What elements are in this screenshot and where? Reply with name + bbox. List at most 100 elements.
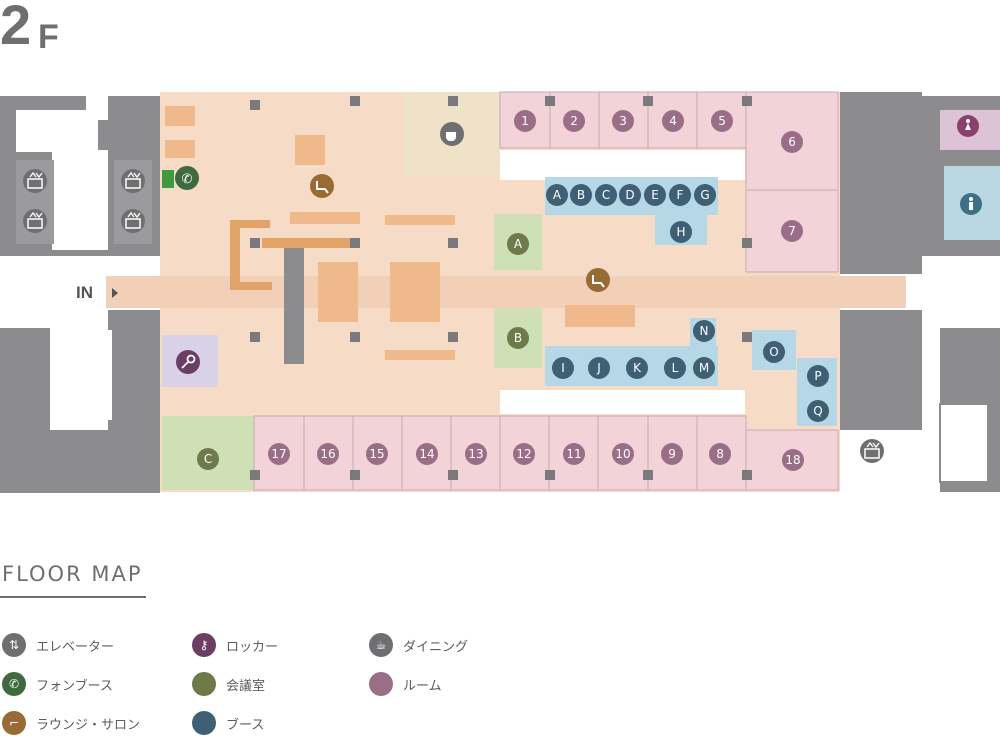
room-marker-9-label: 9 xyxy=(668,447,676,461)
booth-marker-E[interactable]: E xyxy=(644,184,666,206)
booth-marker-L[interactable]: L xyxy=(664,357,686,379)
pillars xyxy=(250,96,752,480)
legend-room: ルーム xyxy=(369,671,442,697)
booth-marker-A[interactable]: A xyxy=(546,184,568,206)
female-restroom-icon[interactable] xyxy=(957,115,979,137)
legend-booth: ブース xyxy=(192,710,264,736)
room-marker-9[interactable]: 9 xyxy=(661,443,683,465)
coffee-cup-icon xyxy=(440,122,464,146)
room-marker-5[interactable]: 5 xyxy=(711,110,733,132)
booth-marker-A-label: A xyxy=(553,188,562,202)
phone-booth xyxy=(162,170,174,188)
booth-marker-B[interactable]: B xyxy=(570,184,592,206)
corridor-bottom xyxy=(500,390,745,414)
booth-marker-Q[interactable]: Q xyxy=(807,400,829,422)
meeting-marker-B[interactable]: B xyxy=(507,327,529,349)
corridor-top xyxy=(500,150,745,180)
legend-dining-label: ダイニング xyxy=(403,639,469,655)
booth-marker-C[interactable]: C xyxy=(595,184,617,206)
booth-marker-F[interactable]: F xyxy=(669,184,691,206)
booth-marker-H[interactable]: H xyxy=(670,221,692,243)
svg-text:✆: ✆ xyxy=(182,172,193,187)
room-marker-4-label: 4 xyxy=(669,114,677,128)
elevator-icon xyxy=(860,439,884,463)
room-marker-18[interactable]: 18 xyxy=(782,449,804,471)
room-marker-14[interactable]: 14 xyxy=(416,443,438,465)
booth-marker-G[interactable]: G xyxy=(694,184,716,206)
legend-elevator: ⇅ エレベーター xyxy=(2,632,114,658)
lounge-chair-icon xyxy=(310,174,334,198)
booth-marker-M-label: M xyxy=(699,361,709,375)
room-marker-11[interactable]: 11 xyxy=(563,443,585,465)
entrance-arrow-icon xyxy=(112,288,118,298)
room-marker-2-label: 2 xyxy=(570,114,578,128)
booth-marker-O[interactable]: O xyxy=(763,341,785,363)
room-icon xyxy=(369,672,393,696)
room-marker-7[interactable]: 7 xyxy=(781,220,803,242)
booth-marker-I-label: I xyxy=(561,361,565,375)
furniture xyxy=(165,106,635,360)
central-core xyxy=(284,244,304,364)
key-icon: ⚷ xyxy=(192,633,216,657)
booth-marker-M[interactable]: M xyxy=(693,357,715,379)
meeting-marker-A-label: A xyxy=(514,237,523,251)
booth-marker-P[interactable]: P xyxy=(807,365,829,387)
booth-marker-D[interactable]: D xyxy=(619,184,641,206)
elevator-icon xyxy=(23,209,47,233)
room-marker-12[interactable]: 12 xyxy=(513,443,535,465)
legend-room-label: ルーム xyxy=(403,678,442,694)
room-marker-13[interactable]: 13 xyxy=(465,443,487,465)
booth-marker-G-label: G xyxy=(700,188,709,202)
phone-icon[interactable]: ✆ xyxy=(175,166,199,190)
booth-marker-N[interactable]: N xyxy=(693,320,715,342)
room-7[interactable] xyxy=(745,189,839,273)
legend-booth-label: ブース xyxy=(226,717,265,733)
booth-marker-F-label: F xyxy=(677,188,684,202)
floor-title: 2 F xyxy=(0,0,140,60)
legend-phone: ✆ フォンブース xyxy=(2,671,113,697)
room-marker-15-label: 15 xyxy=(369,447,384,461)
legend-elevator-label: エレベーター xyxy=(36,639,115,655)
legend-locker-label: ロッカー xyxy=(226,639,279,655)
room-marker-1[interactable]: 1 xyxy=(514,110,536,132)
room-marker-17[interactable]: 17 xyxy=(268,443,290,465)
meeting-room-markers: A B C xyxy=(197,233,529,470)
booth-marker-Q-label: Q xyxy=(813,404,822,418)
lounge-chair-icon xyxy=(586,268,610,292)
elevator-icon xyxy=(121,209,145,233)
room-marker-2[interactable]: 2 xyxy=(563,110,585,132)
room-marker-12-label: 12 xyxy=(516,447,531,461)
booth-marker-I[interactable]: I xyxy=(552,357,574,379)
booth-marker-H-label: H xyxy=(676,225,685,239)
room-marker-10[interactable]: 10 xyxy=(612,443,634,465)
room-marker-4[interactable]: 4 xyxy=(662,110,684,132)
room-marker-14-label: 14 xyxy=(419,447,434,461)
elevator-icon xyxy=(23,169,47,193)
booth-marker-P-label: P xyxy=(814,369,821,383)
floor-number: 2 xyxy=(0,0,31,56)
elevator-icon: ⇅ xyxy=(2,633,26,657)
booth-marker-B-label: B xyxy=(577,188,585,202)
legend-phone-label: フォンブース xyxy=(36,678,113,694)
booth-marker-J[interactable]: J xyxy=(588,357,610,379)
room-marker-3[interactable]: 3 xyxy=(612,110,634,132)
room-marker-6[interactable]: 6 xyxy=(781,131,803,153)
booth-marker-K[interactable]: K xyxy=(626,357,648,379)
room-marker-8[interactable]: 8 xyxy=(709,443,731,465)
stairs-right xyxy=(939,403,989,483)
booth-marker-O-label: O xyxy=(769,345,778,359)
meeting-marker-B-label: B xyxy=(514,331,522,345)
room-marker-16-label: 16 xyxy=(320,447,335,461)
booth-icon xyxy=(192,711,216,735)
meeting-room-icon xyxy=(192,672,216,696)
legend-meeting-label: 会議室 xyxy=(226,678,266,694)
room-marker-16[interactable]: 16 xyxy=(317,443,339,465)
room-marker-6-label: 6 xyxy=(788,135,796,149)
male-restroom-icon[interactable] xyxy=(960,193,982,215)
key-icon[interactable] xyxy=(176,350,200,374)
meeting-marker-C[interactable]: C xyxy=(197,448,219,470)
room-marker-15[interactable]: 15 xyxy=(366,443,388,465)
meeting-marker-A[interactable]: A xyxy=(507,233,529,255)
